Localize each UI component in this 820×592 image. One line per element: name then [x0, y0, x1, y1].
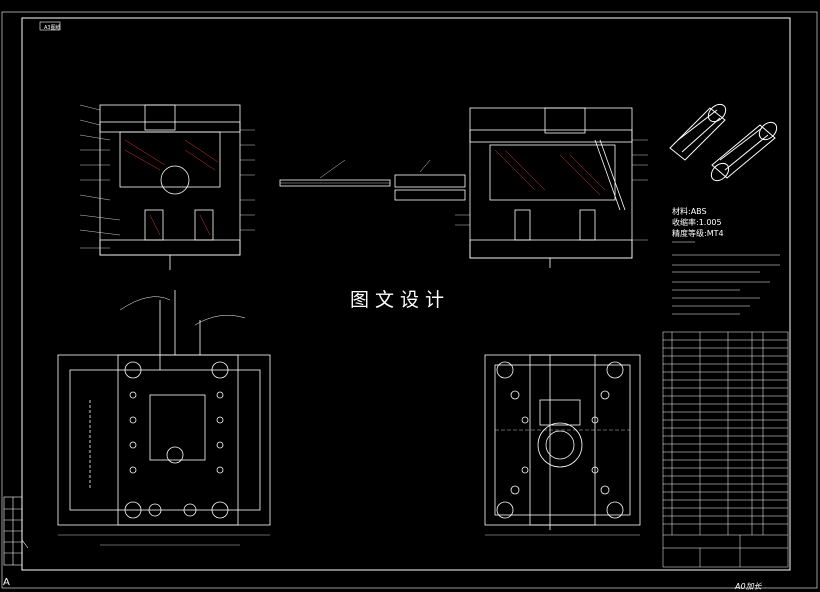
bill-of-materials-table: [662, 331, 789, 568]
left-margin-table: [3, 496, 29, 566]
technical-notes: [672, 241, 780, 315]
product-isometric: [669, 103, 778, 182]
corner-tag: A3图纸: [44, 25, 61, 31]
ruler-letter: A: [3, 577, 10, 588]
drawing-frame: [1, 11, 818, 589]
section-view-right: [455, 107, 648, 268]
material-label: 材料:ABS: [672, 207, 707, 216]
section-view-left: [79, 104, 255, 270]
drawing-size-label: A0加长: [735, 582, 762, 591]
precision-grade-label: 精度等级:MT4: [672, 229, 724, 238]
plan-view-left: [57, 290, 271, 546]
shrinkage-label: 收缩率:1.005: [672, 218, 722, 227]
slider-part: [279, 159, 466, 201]
plan-view-right: [484, 354, 641, 536]
center-title: 图文设计: [350, 289, 451, 311]
